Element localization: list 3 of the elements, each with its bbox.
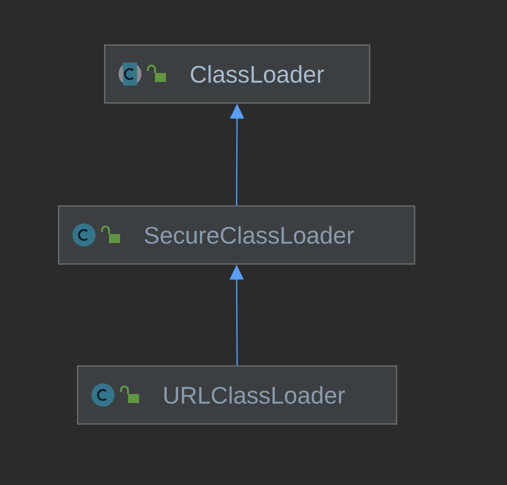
class-box: URLClassLoader	[77, 365, 398, 425]
class-box: SecureClassLoader	[58, 205, 416, 265]
class-box: ClassLoader	[104, 44, 370, 104]
